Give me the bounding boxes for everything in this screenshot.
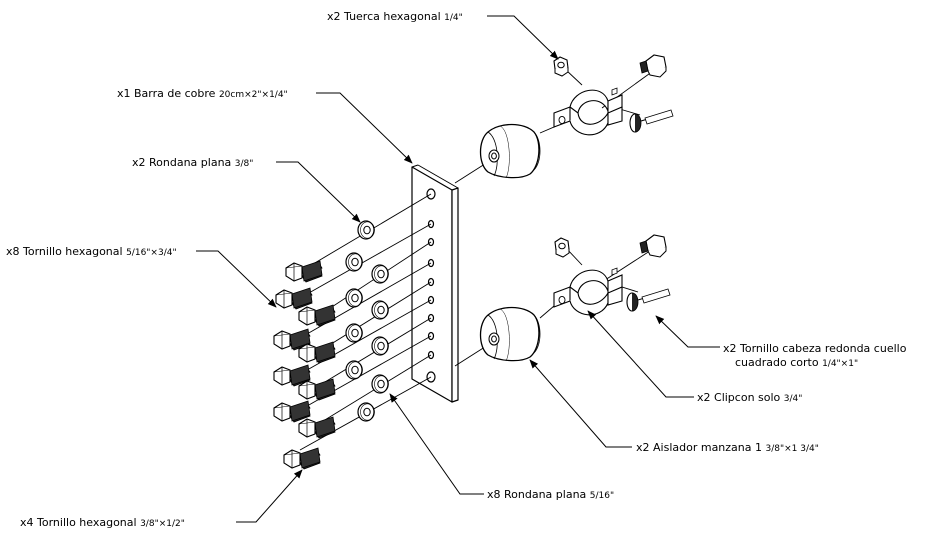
flat-washer-3-8-top <box>357 220 376 240</box>
flat-washer-5-16 <box>345 252 364 272</box>
clipcon-clamp-bottom <box>553 267 623 316</box>
hex-nut-top <box>553 56 569 77</box>
hex-cap-bolt-top <box>639 54 667 78</box>
label-tornillo-hexagonal-3-8: x4 Tornillo hexagonal 3/8"×1/2" <box>20 516 185 529</box>
flat-washer-5-16 <box>371 336 390 356</box>
flat-washer-5-16 <box>345 323 364 343</box>
label-tornillo-cabeza-redonda: x2 Tornillo cabeza redonda cuello <box>723 342 907 355</box>
leader-lines <box>196 15 720 523</box>
label-rondana-plana-3-8: x2 Rondana plana 3/8" <box>132 156 253 169</box>
hex-bolt-5-16 <box>298 416 336 439</box>
hex-bolt-5-16 <box>275 287 313 310</box>
carriage-bolt-bottom <box>626 288 671 312</box>
apple-insulator-bottom <box>479 306 541 362</box>
label-barra-de-cobre: x1 Barra de cobre 20cm×2"×1/4" <box>117 87 288 100</box>
flat-washer-5-16 <box>371 300 390 320</box>
label-aislador-manzana: x2 Aislador manzana 1 3/8"×1 3/4" <box>636 441 819 454</box>
flat-washer-5-16 <box>371 374 390 394</box>
carriage-bolt-top <box>629 109 674 133</box>
clipcon-clamp-top <box>553 87 623 136</box>
label-rondana-plana-5-16: x8 Rondana plana 5/16" <box>487 488 614 501</box>
label-tuerca-hexagonal: x2 Tuerca hexagonal 1/4" <box>327 10 463 23</box>
label-tornillo-hexagonal-5-16: x8 Tornillo hexagonal 5/16"×3/4" <box>6 245 177 258</box>
label-clipcon-solo: x2 Clipcon solo 3/4" <box>697 391 802 404</box>
label-tornillo-cabeza-redonda-line2: cuadrado corto 1/4"×1" <box>735 356 858 369</box>
hex-bolt-5-16 <box>273 400 311 423</box>
hex-nut-bottom <box>554 237 570 258</box>
hex-bolt-3-8-bottom <box>283 447 321 470</box>
hex-cap-bolt-bottom <box>639 234 667 258</box>
hex-bolt-5-16 <box>298 341 336 364</box>
copper-bar <box>411 164 459 403</box>
hex-bolt-3-8-top <box>285 260 323 283</box>
hex-bolt-5-16 <box>298 378 336 401</box>
flat-washer-5-16 <box>371 264 390 284</box>
flat-washer-3-8-bottom <box>357 402 376 422</box>
apple-insulator-top <box>479 123 541 179</box>
flat-washer-5-16 <box>345 360 364 380</box>
flat-washer-5-16 <box>345 288 364 308</box>
hex-bolt-5-16 <box>298 304 336 327</box>
